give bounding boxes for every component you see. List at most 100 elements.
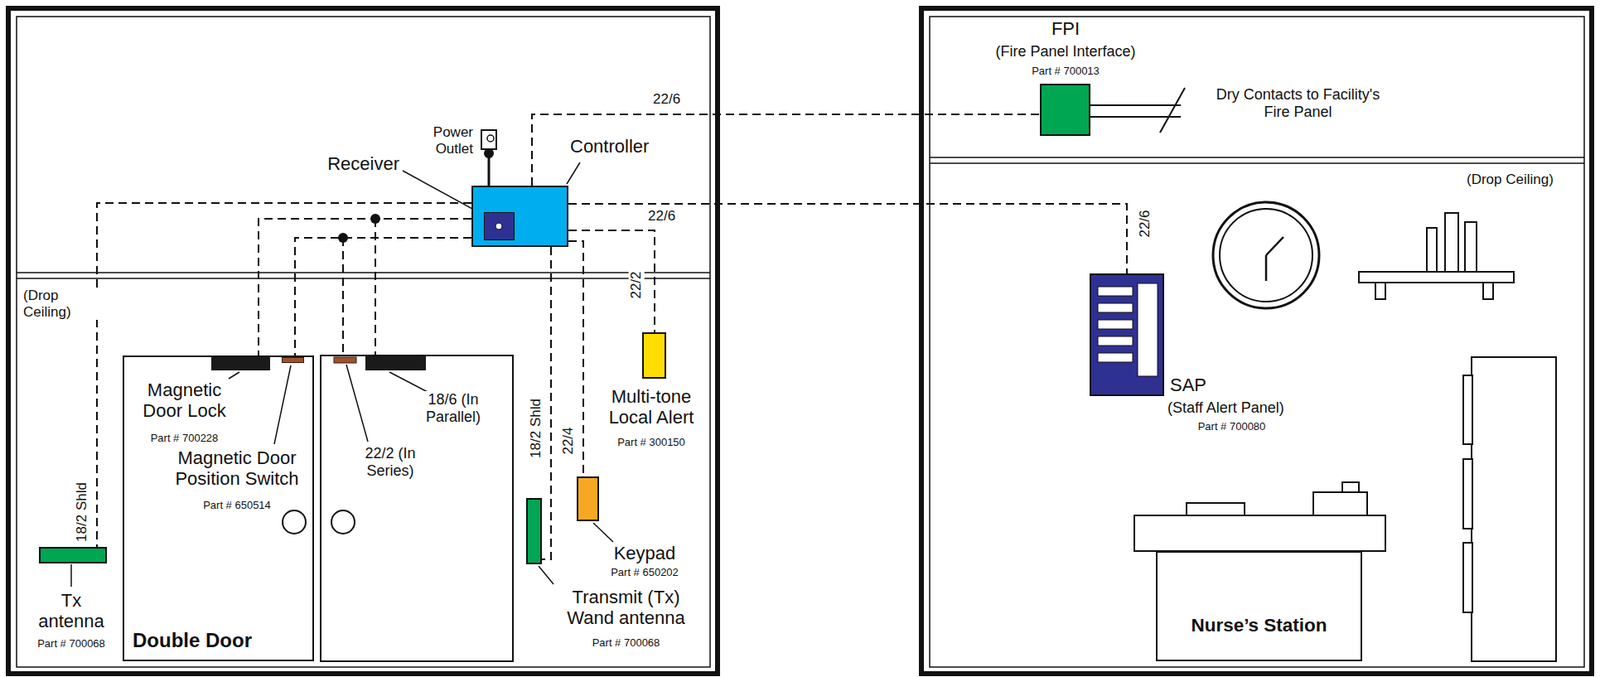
- wiring-note: 22/2 (In Series): [343, 444, 438, 479]
- position-switch-symbol: [333, 357, 357, 363]
- room-frame: [921, 8, 1592, 674]
- book: [1464, 222, 1477, 272]
- fire-panel-interface: FPI(Fire Panel Interface)Part # 700013: [1039, 83, 1091, 136]
- wire-gauge-label: 18/2 Shld: [528, 396, 545, 460]
- desk-top: [1134, 515, 1386, 552]
- part-number: Part # 700080: [1167, 420, 1296, 434]
- node-label: Transmit (Tx) Wand antenna: [553, 586, 699, 629]
- cable-run: [258, 218, 472, 357]
- shelf-bracket: [1375, 282, 1386, 300]
- tx-antenna: Tx antennaPart # 700068: [38, 546, 107, 564]
- node-label: Tx antenna: [33, 589, 109, 633]
- ceiling-line: [929, 162, 1585, 165]
- part-number: Part # 700068: [17, 638, 126, 651]
- power-cord: [488, 149, 491, 186]
- wire-gauge-label: 18/2 Shld: [74, 480, 91, 544]
- room-frame-inner: [929, 16, 1585, 668]
- area-note: (Drop Ceiling): [1464, 171, 1556, 189]
- door-knob: [282, 510, 306, 534]
- leader-line: [70, 564, 73, 587]
- leader-line: [228, 372, 240, 379]
- wire-gauge-label: 22/2: [628, 269, 645, 300]
- desk-phone-handset: [1342, 482, 1359, 493]
- room-frame-inner: [16, 16, 711, 668]
- local-alert: Multi-tone Local AlertPart # 300150: [642, 332, 667, 379]
- wire-gauge-label: 22/6: [1137, 207, 1154, 239]
- part-number: Part # 700068: [553, 637, 699, 650]
- door-position-switch: Magnetic Door Position SwitchPart # 6505…: [281, 357, 305, 363]
- part-number: Part # 650514: [154, 499, 320, 513]
- wire: [374, 218, 377, 357]
- controller-box: ReceiverController: [471, 185, 569, 247]
- dry-contact-wire: [1090, 104, 1181, 107]
- clock-face: [1219, 208, 1313, 302]
- node-label: Power Outlet: [411, 124, 474, 157]
- wire-gauge-label: 22/4: [560, 425, 577, 456]
- clock-hand: [1265, 255, 1268, 281]
- clock-hand: [1266, 236, 1284, 256]
- magnetic-door-lock: Magnetic Door LockPart # 700228: [211, 356, 271, 371]
- receiver-box: Receiver: [483, 212, 515, 241]
- leader-line: [538, 565, 554, 585]
- wand-antenna: Transmit (Tx) Wand antennaPart # 700068: [526, 497, 542, 565]
- node-label: (Staff Alert Panel): [1167, 399, 1285, 417]
- node-label: Multi-tone Local Alert: [593, 386, 710, 429]
- book: [1445, 212, 1459, 272]
- node-label: (Fire Panel Interface): [957, 43, 1174, 61]
- wire: [342, 237, 344, 358]
- node-label: Magnetic Door Lock: [132, 379, 237, 422]
- node-label: Nurse’s Station: [1155, 614, 1363, 637]
- cabinet-handle: [1463, 375, 1473, 445]
- staff-alert-panel: SAP(Staff Alert Panel)Part # 700080: [1089, 273, 1165, 397]
- node-label: Double Door: [132, 628, 252, 653]
- room-frame: [8, 8, 718, 674]
- cable-run: [568, 203, 1127, 274]
- ceiling-line: [16, 271, 711, 274]
- cable-slash: [1160, 87, 1185, 133]
- leader-line: [593, 522, 614, 542]
- shelf-bracket: [1483, 282, 1494, 300]
- cabinet-handle: [1463, 542, 1473, 613]
- nurse-station-desk: Nurse’s Station: [1155, 551, 1363, 662]
- leader-line: [274, 365, 291, 445]
- cable-run: [568, 230, 655, 333]
- area-note: (Drop Ceiling): [21, 287, 100, 320]
- node-detail: [484, 212, 516, 242]
- part-number: Part # 650202: [603, 566, 687, 580]
- wire-gauge-label: 22/6: [651, 91, 682, 108]
- desk-item: [1186, 502, 1245, 516]
- door-knob: [331, 510, 355, 534]
- ceiling-line: [16, 277, 711, 280]
- node-label: SAP: [1169, 374, 1207, 396]
- cabinet: [1471, 357, 1557, 662]
- cable-run: [531, 114, 1040, 186]
- leader-line: [566, 162, 581, 184]
- leader-line: [346, 364, 368, 442]
- wire-gauge-label: 22/6: [646, 207, 677, 225]
- leader-line: [389, 372, 428, 392]
- node-label: Magnetic Door Position Switch: [154, 447, 320, 490]
- node-label: Controller: [570, 135, 649, 157]
- right-door: [320, 355, 513, 662]
- part-number: Part # 700228: [132, 432, 237, 445]
- node-detail: [482, 130, 499, 152]
- dry-contact-wire: [1090, 116, 1181, 118]
- part-number: Part # 700013: [982, 65, 1149, 78]
- cabinet-handle: [1463, 459, 1473, 529]
- magnetic-lock-symbol: [365, 356, 426, 371]
- shelf: [1358, 271, 1514, 283]
- ceiling-line: [929, 156, 1585, 159]
- part-number: Part # 300150: [593, 436, 710, 450]
- cable-run: [96, 203, 472, 547]
- book: [1426, 227, 1437, 272]
- node-label: FPI: [982, 18, 1149, 39]
- node-detail: [1091, 275, 1166, 398]
- cable-run: [294, 237, 472, 358]
- dry-contacts-note: Dry Contacts to Facility's Fire Panel: [1203, 86, 1393, 121]
- keypad: KeypadPart # 650202: [576, 476, 600, 522]
- wiring-note: 18/6 (In Parallel): [406, 391, 501, 426]
- desk-phone: [1313, 492, 1368, 516]
- node-label: Receiver: [299, 153, 400, 175]
- power-outlet: Power Outlet: [480, 129, 498, 150]
